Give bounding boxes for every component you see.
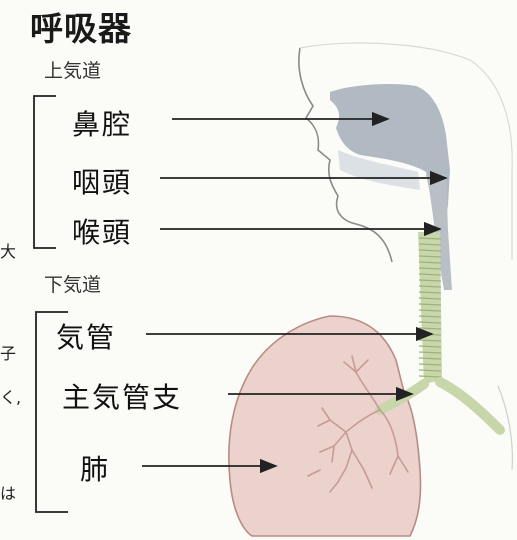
nasal-cavity-label: 鼻腔	[72, 103, 132, 143]
trachea-shape	[418, 232, 442, 384]
trachea-label: 気管	[56, 316, 116, 356]
edge-fragment-3: く,	[0, 384, 21, 408]
upper-airway-heading: 上気道	[44, 56, 101, 83]
larynx-label: 喉頭	[72, 211, 132, 251]
upper-airway-bracket	[34, 96, 56, 248]
edge-fragment-4: は	[0, 480, 16, 504]
bronchus-label: 主気管支	[62, 376, 182, 416]
edge-fragment-2: 子	[0, 340, 16, 364]
diagram-title: 呼吸器	[30, 2, 132, 50]
pharynx-label: 咽頭	[72, 161, 132, 201]
lower-airway-heading: 下気道	[44, 270, 101, 297]
lung-shape	[229, 316, 421, 536]
lung-label: 肺	[80, 448, 110, 488]
right-bronchus	[440, 382, 500, 430]
edge-fragment-1: 大	[0, 238, 16, 262]
